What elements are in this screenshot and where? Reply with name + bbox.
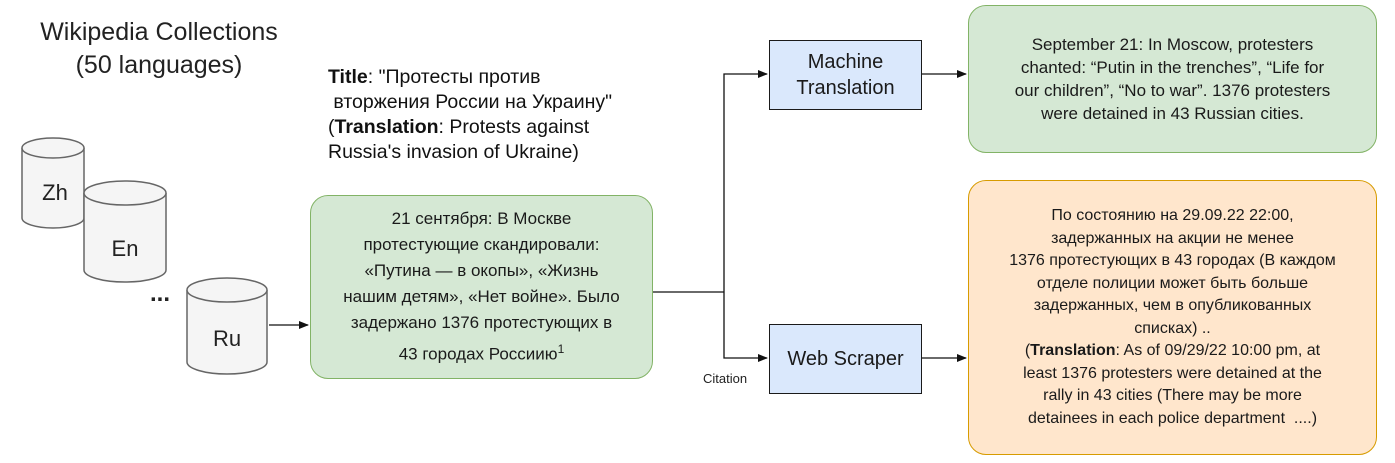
- translation-label: Translation: [334, 116, 439, 138]
- article-title-block: Title: "Протесты против вторжения России…: [328, 65, 708, 165]
- scraped-ru-line-6: списках) ..: [1134, 319, 1211, 337]
- machine-translation-line-2: Translation: [796, 77, 895, 99]
- source-line-4: нашим детям», «Нет войне». Было: [343, 287, 620, 307]
- citation-label: Citation: [703, 371, 748, 386]
- translation-line-1: : Protests against: [438, 116, 590, 138]
- source-line-2: протестующие скандировали:: [363, 235, 600, 255]
- heading-line-1: Wikipedia Collections: [40, 18, 278, 46]
- translated-line-1: September 21: In Moscow, protesters: [1031, 35, 1314, 54]
- scraped-open-paren: (: [1024, 342, 1031, 359]
- translated-line-3: our children”, “No to war”. 1376 protest…: [1014, 81, 1331, 100]
- scraped-ru-line-1: По состоянию на 29.09.22 22:00,: [1051, 207, 1294, 224]
- scraped-citation-box: По состоянию на 29.09.22 22:00, задержан…: [968, 180, 1377, 455]
- web-scraper-box: Web Scraper: [769, 324, 922, 394]
- scraped-ru-line-3: 1376 протестующих в 43 городах (В каждом: [1009, 252, 1336, 269]
- scraped-translation-line-2: least 1376 protesters were detained at t…: [1023, 364, 1322, 382]
- title-open-paren: (: [328, 116, 335, 138]
- arrow-to-machine-translation: [723, 70, 768, 292]
- scraped-translation-label: Translation: [1030, 342, 1116, 359]
- source-line-5: задержано 1376 протестующих в: [350, 313, 613, 333]
- source-line-1: 21 сентября: В Москве: [391, 209, 572, 229]
- scraped-ru-line-2: задержанных на акции не менее: [1051, 229, 1294, 247]
- translated-line-4: were detained in 43 Russian cities.: [1041, 104, 1304, 123]
- scraped-translation-line-3: rally in 43 cities (There may be more: [1043, 387, 1302, 404]
- source-line-6: 43 городах Россиию: [398, 344, 558, 364]
- db-label-en: En: [111, 236, 139, 261]
- translated-line-2: chanted: “Putin in the trenches”, “Life …: [1020, 58, 1325, 77]
- title-label: Title: [328, 66, 368, 88]
- citation-footnote: 1: [557, 342, 565, 357]
- database-en-icon: [83, 180, 167, 283]
- arrow-to-web-scraper: [723, 292, 768, 362]
- title-line-2: вторжения России на Украину": [328, 91, 613, 113]
- database-ru-icon: [186, 277, 268, 375]
- machine-translation-line-1: Machine: [807, 51, 884, 73]
- machine-translation-box: Machine Translation: [769, 40, 922, 110]
- db-label-ru: Ru: [212, 326, 242, 351]
- scraped-translation-line-4: detainees in each police department ....…: [1027, 409, 1318, 427]
- scraped-ru-line-4: отделе полиции может быть больше: [1036, 274, 1309, 292]
- scraped-translation-first: : As of 09/29/22 10:00 pm, at: [1115, 342, 1321, 359]
- scraped-ru-line-5: задержанных, чем в опубликованных: [1033, 297, 1312, 314]
- web-scraper-label: Web Scraper: [787, 348, 904, 370]
- source-passage-box: 21 сентября: В Москве протестующие сканд…: [310, 195, 653, 379]
- database-zh-icon: [21, 137, 85, 229]
- collections-heading: Wikipedia Collections (50 languages): [18, 16, 300, 82]
- ellipsis-label: ...: [149, 280, 170, 307]
- source-line-3: «Путина — в окопы», «Жизнь: [364, 261, 599, 281]
- db-label-zh: Zh: [42, 180, 68, 205]
- title-line-1: : "Протесты против: [367, 66, 541, 88]
- heading-line-2: (50 languages): [75, 51, 243, 79]
- translation-line-2: Russia's invasion of Ukraine): [328, 141, 579, 163]
- translated-passage-box: September 21: In Moscow, protesters chan…: [968, 5, 1377, 153]
